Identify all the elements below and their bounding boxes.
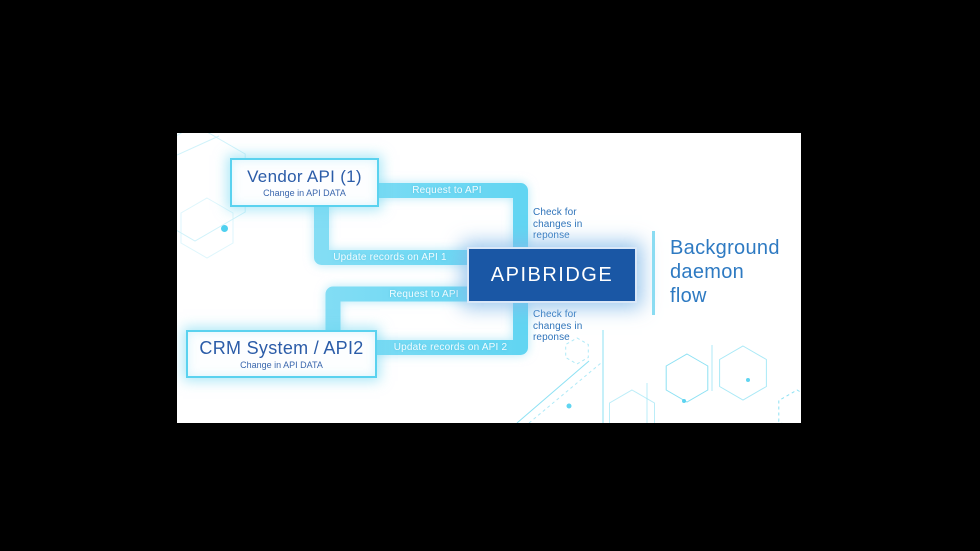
side-note: Background daemon flow: [670, 237, 780, 307]
hexagon-decoration-background: [177, 133, 801, 423]
annotation-check-top: Check for changes in reponse: [533, 207, 583, 241]
diagram-canvas: Request to API Update records on API 1 R…: [177, 133, 801, 423]
crm-system-subtitle: Change in API DATA: [240, 360, 323, 370]
pipe-label-update-api1: Update records on API 1: [333, 252, 447, 263]
accent-dot: [221, 225, 228, 232]
pipe-request-bottom: [325, 286, 469, 332]
node-apibridge: APIBRIDGE: [467, 247, 637, 303]
node-crm-system: CRM System / API2 Change in API DATA: [186, 330, 377, 378]
pipe-label-request-bottom: Request to API: [389, 288, 459, 300]
separator-line: [652, 231, 655, 315]
apibridge-title: APIBRIDGE: [490, 263, 614, 286]
crm-system-title: CRM System / API2: [199, 338, 364, 358]
pipe-label-update-api2: Update records on API 2: [393, 342, 508, 353]
pipe-request-top: [373, 183, 528, 251]
node-vendor-api: Vendor API (1) Change in API DATA: [230, 158, 379, 207]
vendor-api-title: Vendor API (1): [247, 167, 362, 186]
vendor-api-subtitle: Change in API DATA: [263, 188, 346, 198]
connector-pipes: [314, 183, 528, 355]
annotation-check-bottom: Check for changes in reponse: [533, 309, 583, 343]
pipe-update-api2: [371, 301, 528, 355]
pipe-update-api1: [314, 203, 469, 265]
pipe-label-request-top: Request to API: [412, 185, 482, 196]
